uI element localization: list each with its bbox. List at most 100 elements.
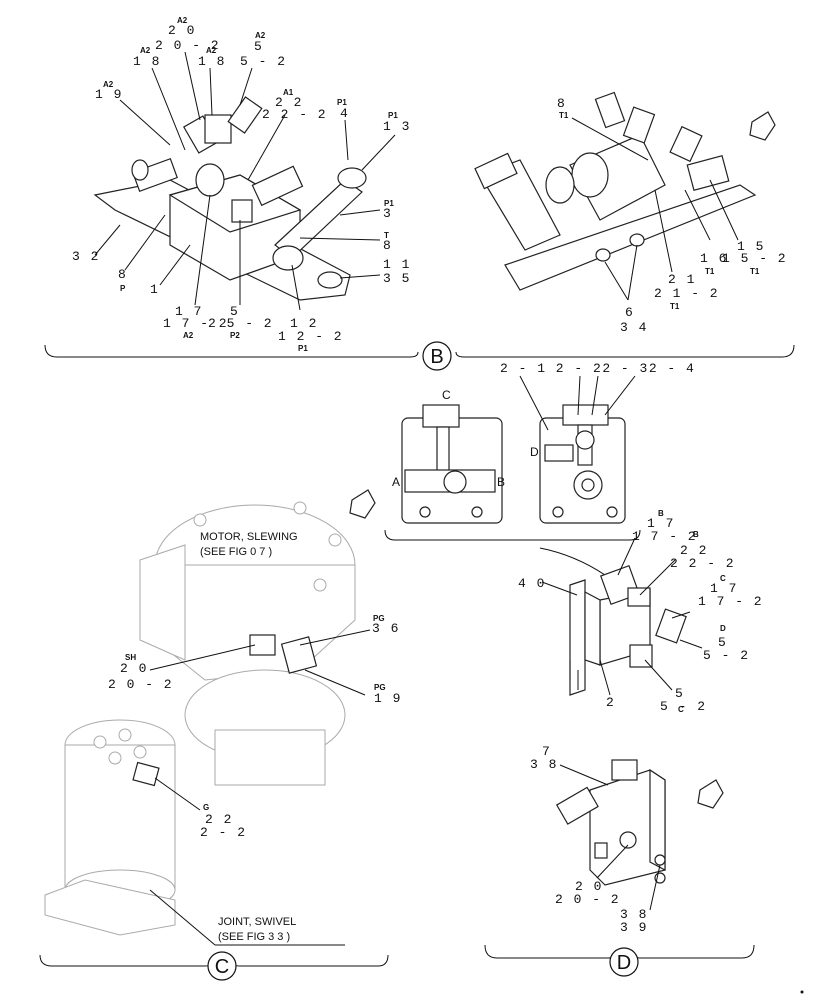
label-tag: D (720, 624, 726, 633)
label-tag: PG (374, 683, 386, 692)
direction-arrow-b (749, 111, 776, 141)
label-num: 3 6 (372, 621, 400, 636)
label-num2: 2 1 - 2 (654, 286, 719, 301)
slewing-motor: MOTOR, SLEWING (SEE FIG 0 7 ) (139, 501, 356, 786)
port-circle-inner (581, 478, 595, 492)
port-d-passage (544, 444, 574, 462)
swivel-joint: JOINT, SWIVEL (SEE FIG 3 3 ) (44, 719, 345, 946)
swivel-port (133, 745, 147, 759)
fitting-right-top2 (622, 106, 656, 144)
circle-b (422, 341, 452, 371)
fitting-d2-top (611, 759, 638, 781)
swivel-port (118, 728, 132, 742)
label-tag: A2 (206, 46, 217, 55)
label-num: 1 9 (374, 691, 402, 706)
label-tag: P1 (388, 111, 398, 120)
corner-dot (800, 990, 804, 994)
circle-d (609, 947, 639, 977)
fitting-right-end (474, 152, 518, 190)
fitting-5 (227, 96, 263, 134)
label-num: 3 2 (72, 249, 100, 264)
joint-caption: JOINT, SWIVEL (218, 916, 296, 928)
bracket-d: D (484, 944, 755, 977)
leader-lines-d-top (541, 537, 703, 696)
bracket-d2 (649, 768, 666, 871)
joint-ref: (SEE FIG 3 3 ) (218, 931, 290, 943)
solenoid-22 (251, 165, 304, 207)
label-num: 7 (542, 744, 551, 759)
label-tag: T1 (559, 111, 569, 120)
solenoid-right-a (571, 152, 609, 198)
valve-assembly-right (474, 91, 776, 291)
fitting-22 (627, 587, 651, 607)
port-top-fitting (562, 404, 609, 426)
leader-lines-d-bottom (559, 764, 661, 911)
detail-block-views: C A B D 2 - 1 2 - 22 - 32 - 4 (349, 361, 695, 541)
bolt-hole (552, 506, 564, 518)
label-num: 2 (606, 695, 615, 710)
labels-right: 8 T1 1 5 1 5 - 2 T1 1 6 T1 2 1 2 1 - 2 T… (557, 96, 786, 335)
circle-c-letter: C (215, 956, 229, 978)
label-num: 2 1 (668, 272, 696, 287)
circle-b-letter: B (430, 346, 443, 368)
fitting-right-15 (686, 155, 730, 191)
detail-d-top (539, 547, 687, 696)
fitting-19-end (131, 159, 149, 181)
detail-parts-label: 2 - 1 2 - 22 - 32 - 4 (500, 361, 695, 376)
elbow-17 (195, 163, 225, 197)
port-c-fitting (422, 404, 460, 428)
label-num2: 1 7 - 2 (163, 316, 228, 331)
label-tag: A2 (103, 80, 114, 89)
label-num2: 1 7 - 2 (698, 594, 763, 609)
label-num2: 5 - 2 (703, 648, 750, 663)
label-num: 1 7 (647, 516, 675, 531)
label-tag: P (120, 284, 126, 293)
fitting-19 (132, 157, 178, 193)
label-num2: 2 5 - 2 (208, 316, 273, 331)
label-tag2: B (693, 530, 699, 539)
swivel-port (93, 735, 107, 749)
label-num2: 2 0 - 2 (108, 677, 173, 692)
label-num: 1 8 (133, 54, 161, 69)
circle-c (207, 951, 237, 981)
label-num: 1 2 (290, 316, 318, 331)
plug-right-2 (629, 233, 645, 247)
label-num2: 2 2 - 2 (670, 556, 735, 571)
label-num2: 1 7 - 2 (632, 529, 697, 544)
label-tag: B (658, 509, 664, 518)
swivel-port (108, 751, 122, 765)
label-tag: T1 (705, 267, 715, 276)
label-num: 1 7 (710, 581, 738, 596)
label-tag: P1 (384, 199, 394, 208)
mount-bracket (569, 579, 586, 696)
plug-11 (317, 271, 343, 289)
label-tag: T1 (670, 302, 680, 311)
labels-d-bottom: 7 3 8 2 0 2 0 - 2 3 8 3 9 (530, 744, 646, 935)
label-num2: 3 5 (383, 271, 411, 286)
port-a-label: A (392, 475, 400, 489)
label-num: 4 (340, 106, 349, 121)
label-num: 1 8 (198, 54, 226, 69)
motor-bolt (293, 501, 307, 515)
swivel-base (44, 879, 176, 936)
label-num2: 2 0 - 2 (555, 892, 620, 907)
label-num: 2 2 (680, 543, 708, 558)
motor-bolt (313, 578, 327, 592)
bracket-c: C (39, 951, 389, 981)
label-tag: C (720, 574, 726, 583)
fitting-p1-12 (272, 245, 304, 271)
circle-d-letter: D (617, 952, 631, 974)
label-tag: PG (373, 614, 385, 623)
motor-side-block (139, 544, 186, 661)
plug-right-1 (595, 248, 611, 262)
valve-block-d-side (584, 591, 601, 666)
label-num2: 1 2 - 2 (278, 329, 343, 344)
label-num: 2 0 (168, 23, 196, 38)
fitting-right-top1 (594, 91, 626, 129)
label-num: 8 (383, 238, 392, 253)
label-num2: 3 4 (620, 320, 648, 335)
label-tag: T (384, 231, 389, 240)
detail-d-bottom (555, 759, 724, 886)
swivel-body (64, 744, 176, 891)
